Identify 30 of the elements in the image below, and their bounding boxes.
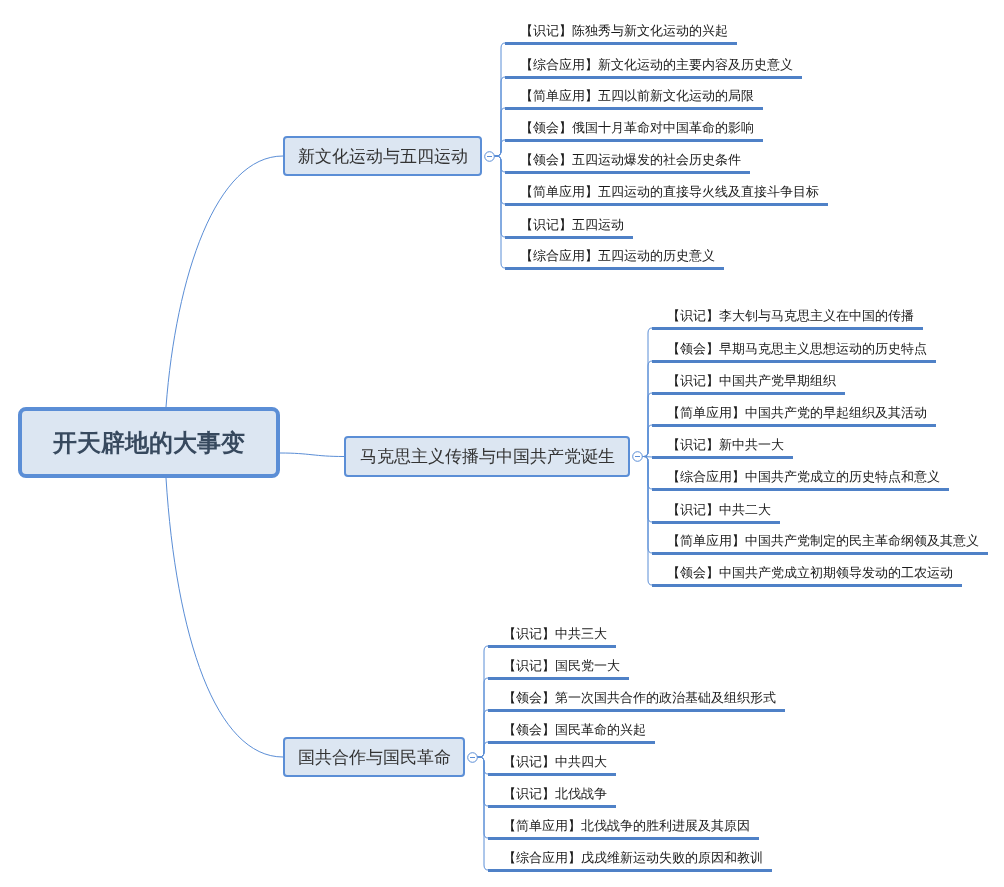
underlined-topic: 【识记】陈独秀与新文化运动的兴起 [505,21,737,45]
connector-line [165,155,284,408]
underlined-topic: 【简单应用】中国共产党制定的民主革命纲领及其意义 [652,531,988,555]
underlined-topic: 【识记】中共三大 [488,624,616,648]
underlined-topic: 【简单应用】五四以前新文化运动的局限 [505,86,763,110]
underlined-topic: 【识记】国民党一大 [488,656,629,680]
central-topic-box: 开天辟地的大事变 [18,407,280,478]
underlined-topic: 【领会】早期马克思主义思想运动的历史特点 [652,339,936,363]
underlined-topic: 【识记】北伐战争 [488,784,616,808]
underlined-topic: 【简单应用】五四运动的直接导火线及直接斗争目标 [505,182,828,206]
underlined-topic: 【简单应用】中国共产党的早起组织及其活动 [652,403,936,427]
connector-line [165,477,284,758]
underlined-topic: 【识记】五四运动 [505,215,633,239]
underlined-topic: 【领会】中国共产党成立初期领导发动的工农运动 [652,563,962,587]
underlined-topic: 【综合应用】中国共产党成立的历史特点和意义 [652,467,949,491]
underlined-topic: 【领会】五四运动爆发的社会历史条件 [505,150,750,174]
underlined-topic: 【领会】俄国十月革命对中国革命的影响 [505,118,763,142]
connector-line [642,456,653,586]
underlined-topic: 【识记】新中共一大 [652,435,793,459]
underlined-topic: 【识记】中共二大 [652,500,780,524]
connector-line [279,452,345,457]
underlined-topic: 【识记】李大钊与马克思主义在中国的传播 [652,306,923,330]
underlined-topic: 【领会】国民革命的兴起 [488,720,655,744]
underlined-topic: 【综合应用】戊戌维新运动失败的原因和教训 [488,848,772,872]
underlined-topic: 【简单应用】北伐战争的胜利进展及其原因 [488,816,759,840]
underlined-topic: 【识记】中国共产党早期组织 [652,371,845,395]
underlined-topic: 【综合应用】新文化运动的主要内容及历史意义 [505,55,802,79]
underlined-topic: 【识记】中共四大 [488,752,616,776]
underlined-topic: 【领会】第一次国共合作的政治基础及组织形式 [488,688,785,712]
underlined-topic: 【综合应用】五四运动的历史意义 [505,246,724,270]
